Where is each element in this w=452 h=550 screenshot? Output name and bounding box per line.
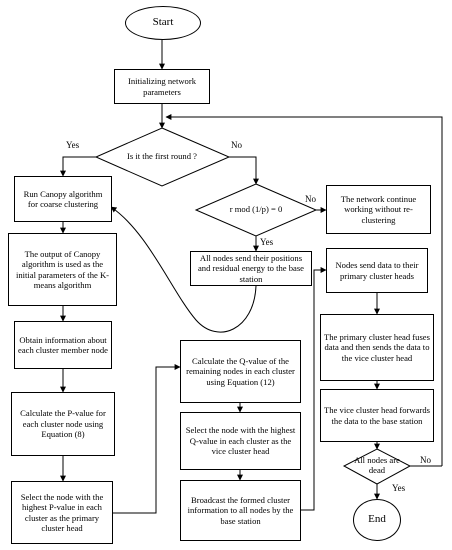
decision-all-dead-text: All nodes are dead — [354, 455, 400, 475]
arrow-yes-to-canopy — [60, 156, 96, 177]
obtain-info-box: Obtain information about each cluster me… — [14, 321, 112, 369]
select-vice-box: Select the node with the highest Q-value… — [180, 412, 301, 470]
arrow-primary-to-qvalue — [113, 364, 181, 514]
label-yes-all-dead: Yes — [392, 483, 406, 493]
loop-back-line — [165, 114, 443, 466]
p-value-box: Calculate the P-value for each cluster n… — [11, 392, 115, 456]
canopy-box: Run Canopy algorithm for coarse clusteri… — [14, 176, 112, 222]
decision-first-round-text: Is it the first round ? — [127, 151, 197, 162]
init-network-box: Initializing network parameters — [114, 69, 210, 104]
label-no-first-round: No — [231, 140, 242, 150]
arrow-send-to-canopy — [110, 206, 257, 333]
send-data-box: Nodes send data to their primary cluster… — [326, 248, 428, 293]
send-positions-box: All nodes send their positions and resid… — [190, 251, 312, 286]
label-no-all-dead: No — [420, 455, 431, 465]
decision-all-dead-shape — [342, 448, 412, 485]
decision-rmod-shape — [194, 183, 318, 237]
arrow-no-to-rmod — [229, 156, 259, 185]
forward-data-box: The vice cluster head forwards the data … — [320, 389, 434, 442]
broadcast-box: Broadcast the formed cluster information… — [180, 480, 301, 541]
decision-rmod-text: r mod (1/p) = 0 — [229, 204, 283, 215]
label-yes-first-round: Yes — [66, 140, 80, 150]
canopy-output-box: The output of Canopy algorithm is used a… — [8, 233, 117, 306]
decision-first-round-shape — [94, 127, 231, 187]
arrow-broadcast-to-senddata — [300, 267, 327, 511]
continue-box: The network continue working without re-… — [326, 185, 431, 234]
label-no-rmod: No — [305, 194, 316, 204]
q-value-box: Calculate the Q-value of the remaining n… — [180, 340, 301, 403]
start-terminal: Start — [125, 6, 201, 40]
fuse-data-box: The primary cluster head fuses data and … — [320, 314, 434, 381]
label-yes-rmod: Yes — [260, 237, 274, 247]
end-terminal: End — [353, 499, 401, 541]
select-primary-box: Select the node with the highest P-value… — [11, 481, 113, 544]
